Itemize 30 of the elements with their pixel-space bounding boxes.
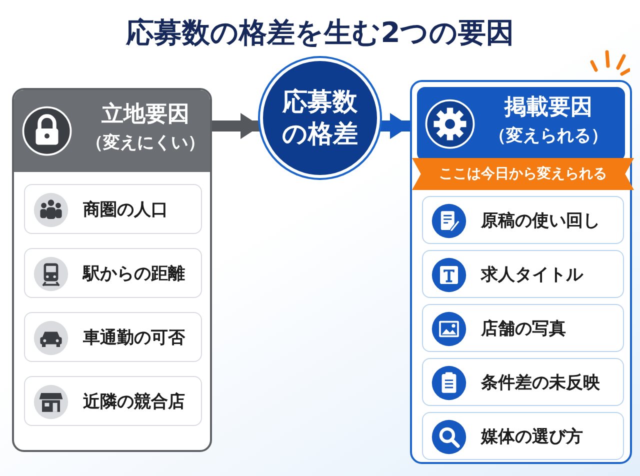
factor-card xyxy=(422,358,624,406)
panel-subheading: （変えられる） xyxy=(489,125,608,148)
title: 応募数の格差を生む2つの要因 xyxy=(124,15,516,51)
result-text: 応募数の格差 xyxy=(281,86,359,150)
factor-card xyxy=(422,412,624,460)
factor-card xyxy=(422,304,624,352)
factor-card xyxy=(24,312,202,362)
ribbon-text: ここは今日から変えられる xyxy=(439,165,607,183)
factor-label: 近隣の競合店 xyxy=(83,391,185,414)
factor-label: 車通勤の可否 xyxy=(83,327,185,350)
factor-label: 条件差の未反映 xyxy=(481,372,600,395)
factor-panel xyxy=(12,88,212,452)
highlight-ribbon xyxy=(412,158,634,190)
panel-subheading: （変えにくい） xyxy=(86,132,205,155)
factor-label: 商圏の人口 xyxy=(83,199,168,222)
factor-card xyxy=(422,196,624,244)
factor-label: 駅からの距離 xyxy=(83,263,185,286)
arrow xyxy=(379,113,410,139)
factor-card xyxy=(422,250,624,298)
factor-label: 求人タイトル xyxy=(481,264,583,287)
factor-label: 媒体の選び方 xyxy=(481,426,583,449)
arrow xyxy=(212,113,261,139)
factor-card xyxy=(24,376,202,426)
factor-label: 原稿の使い回し xyxy=(481,210,600,233)
factor-panel xyxy=(410,80,632,464)
panel-heading: 掲載要因 xyxy=(503,94,594,122)
factor-label: 店舗の写真 xyxy=(481,318,566,341)
factor-card xyxy=(24,248,202,298)
panel-heading: 立地要因 xyxy=(100,100,190,129)
factor-card xyxy=(24,184,202,234)
